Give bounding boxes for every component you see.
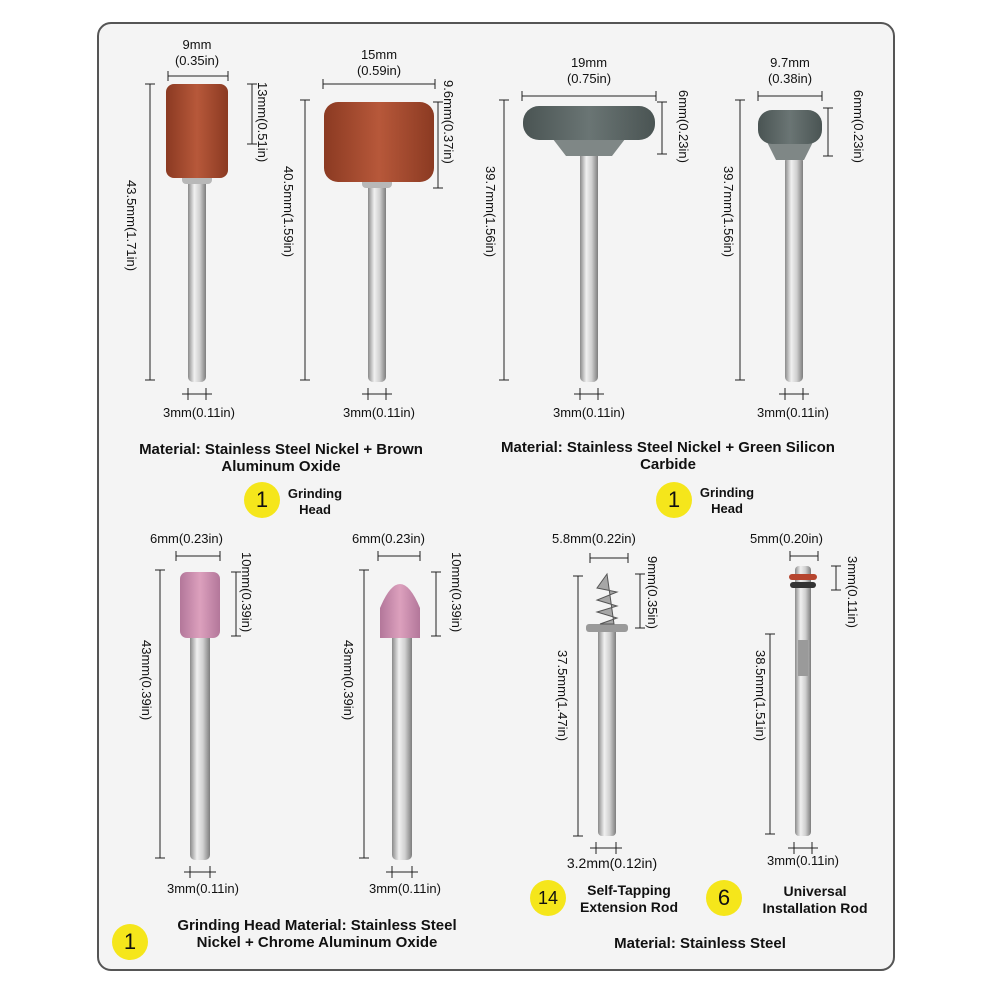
item7-length: 37.5mm(1.47in): [555, 650, 570, 742]
badge-rod-label-2: Installation Rod: [762, 899, 868, 916]
badge-screw-label: Self-Tapping Extension Rod: [566, 882, 692, 916]
item1-head-height: 13mm(0.51in): [255, 82, 270, 163]
item5-length: 43mm(0.39in): [139, 640, 154, 721]
badge-brown-label-1: Grinding: [287, 486, 343, 501]
item6-head-height: 10mm(0.39in): [449, 552, 464, 633]
badge-green-label: Grinding Head: [694, 485, 760, 516]
item7-width: 5.8mm(0.22in): [552, 531, 636, 546]
badge-pink-count: 1: [112, 924, 148, 960]
product-frame: [97, 22, 895, 971]
screw-mandrel: [586, 572, 628, 836]
item2-length: 40.5mm(1.59in): [281, 166, 296, 258]
item4-shank: 3mm(0.11in): [756, 405, 829, 420]
item2-width-in: (0.59in): [356, 63, 402, 78]
item5-width: 6mm(0.23in): [150, 531, 223, 546]
green-wheel-bit: [523, 106, 655, 382]
item3-length: 39.7mm(1.56in): [483, 166, 498, 258]
pink-bullet-bit: [380, 584, 420, 860]
item6-shank: 3mm(0.11in): [368, 881, 441, 896]
item3-width: 19mm: [570, 55, 608, 70]
dimension-lines: [145, 71, 841, 878]
brown-wide-bit: [324, 102, 434, 382]
badge-brown-label-2: Head: [299, 501, 331, 517]
badge-rod-label: Universal Installation Rod: [748, 883, 882, 917]
item4-length: 39.7mm(1.56in): [721, 166, 736, 258]
item1-length: 43.5mm(1.71in): [124, 180, 139, 272]
installation-rod: [789, 566, 817, 836]
item4-width: 9.7mm: [770, 55, 810, 70]
item8-length: 38.5mm(1.51in): [753, 650, 768, 742]
item7-head-height: 9mm(0.35in): [645, 556, 660, 629]
item1-width: 9mm: [182, 37, 212, 52]
badge-rod-label-1: Universal: [783, 883, 847, 899]
material-green-line2: Carbide: [640, 455, 696, 473]
item3-head-height: 6mm(0.23in): [676, 90, 691, 163]
pink-cylinder-bit: [180, 572, 220, 860]
material-brown-line1: Material: Stainless Steel Nickel + Brown: [139, 441, 423, 458]
material-pink-line2: Nickel + Chrome Aluminum Oxide: [196, 933, 438, 951]
badge-screw-label-1: Self-Tapping: [587, 882, 671, 898]
badge-green-label-2: Head: [711, 500, 743, 516]
item6-width: 6mm(0.23in): [352, 531, 425, 546]
item7-shank: 3.2mm(0.12in): [566, 855, 658, 871]
item1-width-in: (0.35in): [174, 53, 220, 68]
green-small-bit: [758, 110, 822, 382]
badge-rod-count: 6: [706, 880, 742, 916]
item8-width: 5mm(0.20in): [750, 531, 823, 546]
item5-shank: 3mm(0.11in): [166, 881, 239, 896]
badge-screw-count: 14: [530, 880, 566, 916]
item3-width-in: (0.75in): [566, 71, 612, 86]
item8-shank: 3mm(0.11in): [766, 853, 839, 868]
material-pink-line1: Grinding Head Material: Stainless Steel: [177, 917, 457, 934]
item3-shank: 3mm(0.11in): [552, 405, 625, 420]
material-green: Material: Stainless Steel Nickel + Green…: [466, 439, 870, 473]
badge-green-label-1: Grinding: [699, 485, 755, 500]
badge-green-count: 1: [656, 482, 692, 518]
badge-brown-count: 1: [244, 482, 280, 518]
item2-head-height: 9.6mm(0.37in): [441, 80, 456, 164]
item4-head-height: 6mm(0.23in): [851, 90, 866, 163]
material-brown: Material: Stainless Steel Nickel + Brown…: [108, 441, 454, 475]
item2-width: 15mm: [360, 47, 398, 62]
material-brown-line2: Aluminum Oxide: [221, 457, 341, 475]
brown-cylinder-bit: [166, 84, 228, 382]
item1-shank: 3mm(0.11in): [162, 405, 235, 420]
badge-screw-label-2: Extension Rod: [579, 898, 678, 915]
item4-width-in: (0.38in): [767, 71, 813, 86]
item2-shank: 3mm(0.11in): [342, 405, 415, 420]
material-pink: Grinding Head Material: Stainless Steel …: [156, 917, 478, 951]
item8-head-height: 3mm(0.11in): [845, 556, 860, 629]
material-green-line1: Material: Stainless Steel Nickel + Green…: [501, 439, 835, 456]
badge-brown-label: Grinding Head: [282, 486, 348, 517]
item5-head-height: 10mm(0.39in): [239, 552, 254, 633]
item6-length: 43mm(0.39in): [341, 640, 356, 721]
material-steel: Material: Stainless Steel: [614, 935, 786, 952]
